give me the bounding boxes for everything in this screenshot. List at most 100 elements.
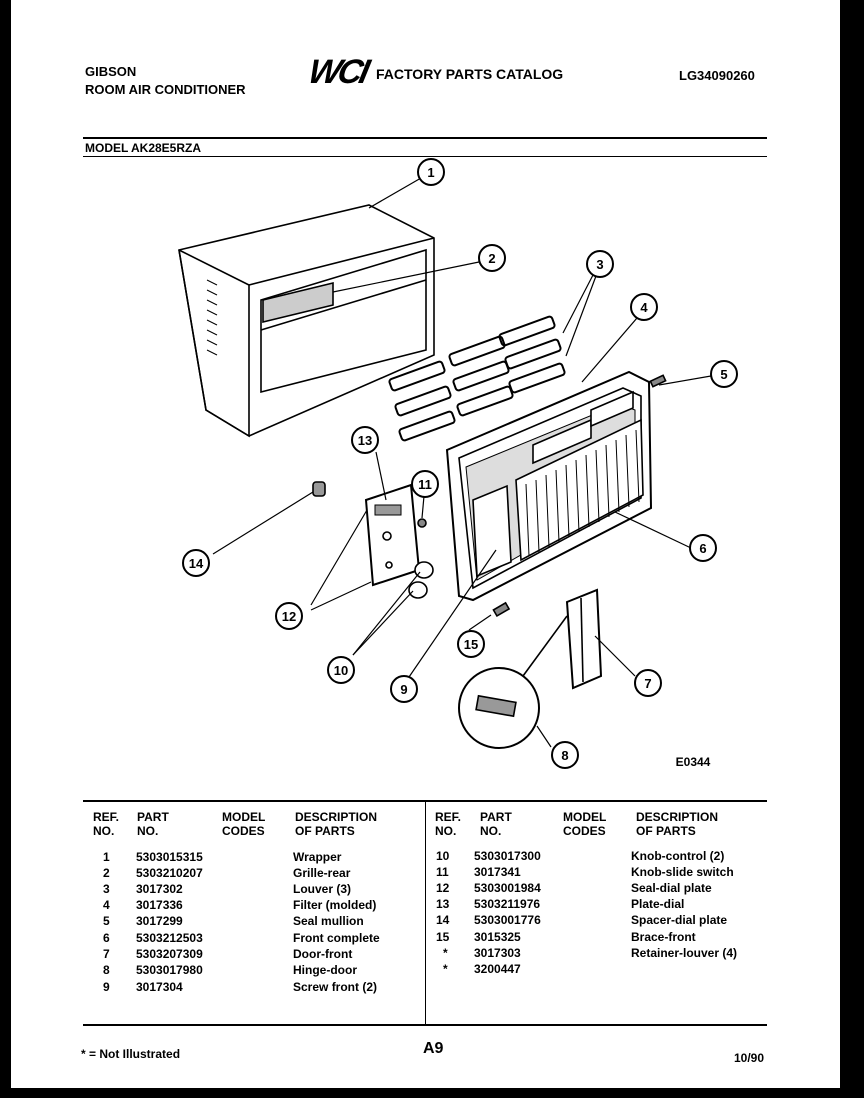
model-label: MODEL AK28E5RZA	[85, 141, 202, 155]
table-cell: *	[443, 946, 448, 960]
table-cell: 3	[103, 882, 110, 896]
callout-markers	[182, 158, 738, 769]
callout-10: 10	[334, 663, 348, 678]
brand-name: GIBSON	[85, 64, 137, 79]
table-cell: Spacer-dial plate	[631, 913, 728, 927]
table-cell: Knob-slide switch	[631, 865, 734, 879]
table-cell: 2	[103, 866, 110, 880]
dial-plate-part	[364, 483, 421, 587]
table-cell: NO.	[137, 824, 159, 838]
callout-15: 15	[464, 637, 478, 652]
callout-7: 7	[644, 676, 651, 691]
catalog-number: LG34090260	[679, 68, 755, 83]
table-cell: Knob-control (2)	[631, 849, 725, 863]
table-cell: 14	[436, 913, 450, 927]
table-cell: OF PARTS	[295, 824, 355, 838]
callout-3: 3	[596, 257, 603, 272]
table-cell: Screw front (2)	[293, 980, 378, 994]
callout-4: 4	[640, 300, 648, 315]
brace-part	[492, 601, 511, 618]
table-cell: DESCRIPTION	[295, 810, 378, 824]
callout-11: 11	[418, 477, 432, 492]
table-cell: MODEL	[222, 810, 266, 824]
header-rule	[83, 137, 767, 139]
table-cell: Front complete	[293, 931, 380, 945]
table-cell: 11	[436, 865, 449, 879]
table-cell: 5303210207	[136, 866, 203, 880]
catalog-page: GIBSON ROOM AIR CONDITIONER WCI FACTORY …	[11, 0, 840, 1088]
table-cell: 5303017980	[136, 963, 203, 977]
table-cell: 8	[103, 963, 110, 977]
table-cell: *	[443, 962, 448, 976]
footnote: * = Not Illustrated	[81, 1047, 181, 1061]
table-cell: Grille-rear	[293, 866, 351, 880]
table-cell: 5303001776	[474, 913, 541, 927]
wrapper-part	[178, 204, 435, 438]
table-cell: Louver (3)	[293, 882, 352, 896]
diagram-code: E0344	[676, 755, 711, 769]
table-cell: 6	[103, 931, 110, 945]
table-cell: DESCRIPTION	[636, 810, 719, 824]
table-cell: 3017299	[136, 914, 183, 928]
table-cell: REF.	[435, 810, 462, 824]
table-cell: Hinge-door	[293, 963, 357, 977]
model-rule	[83, 156, 767, 157]
table-cell: 7	[103, 947, 110, 961]
seal-mullion-part	[649, 374, 667, 388]
table-cell: Door-front	[293, 947, 353, 961]
table-cell: PART	[137, 810, 169, 824]
callout-1: 1	[427, 165, 434, 180]
front-panel-part	[445, 370, 653, 602]
table-cell: PART	[480, 810, 512, 824]
table-cell: 3015325	[474, 930, 521, 944]
table-cell: 3017302	[136, 882, 183, 896]
slide-knob-part	[417, 518, 427, 528]
spacer-part	[312, 481, 326, 497]
table-cell: Seal-dial plate	[631, 881, 712, 895]
table-cell: 10	[436, 849, 450, 863]
table-divider	[425, 800, 426, 1024]
table-cell: Seal mullion	[293, 914, 364, 928]
door-front-part	[565, 588, 603, 690]
table-cell: 3017341	[474, 865, 521, 879]
control-knobs-part	[408, 561, 434, 599]
table-cell: 5303017300	[474, 849, 541, 863]
table-cell: 3200447	[474, 962, 521, 976]
table-cell: 15	[436, 930, 450, 944]
table-cell: NO.	[480, 824, 502, 838]
table-cell: Plate-dial	[631, 897, 685, 911]
table-cell: CODES	[563, 824, 606, 838]
callout-8: 8	[561, 748, 568, 763]
table-cell: CODES	[222, 824, 265, 838]
page-number: A9	[423, 1040, 444, 1057]
callout-12: 12	[282, 609, 296, 624]
table-cell: 13	[436, 897, 450, 911]
callout-9: 9	[400, 682, 407, 697]
table-cell: 12	[436, 881, 450, 895]
table-cell: Wrapper	[293, 850, 342, 864]
table-cell: 3017304	[136, 980, 183, 994]
table-cell: 5303212503	[136, 931, 203, 945]
table-cell: 3017336	[136, 898, 183, 912]
callout-2: 2	[488, 251, 495, 266]
table-cell: 5303211976	[474, 897, 541, 911]
hinge-detail-part	[458, 615, 568, 749]
table-cell: 4	[103, 898, 110, 912]
callout-6: 6	[699, 541, 706, 556]
callout-14: 14	[189, 556, 204, 571]
exploded-parts-diagram: 1 2 3 4 5 6 7 8 9 10 11 12 13 14 15 E034…	[178, 158, 738, 769]
table-cell: 5	[103, 914, 110, 928]
callout-13: 13	[358, 433, 372, 448]
table-cell: MODEL	[563, 810, 607, 824]
catalog-date: 10/90	[734, 1051, 765, 1065]
table-cell: Brace-front	[631, 930, 696, 944]
table-cell: 5303001984	[474, 881, 541, 895]
table-cell: REF.	[93, 810, 120, 824]
catalog-title: FACTORY PARTS CATALOG	[376, 66, 564, 82]
table-bottom-rule	[83, 1024, 767, 1026]
table-cell: NO.	[435, 824, 457, 838]
louver-parts	[388, 315, 566, 442]
table-cell: Filter (molded)	[293, 898, 377, 912]
table-cell: 3017303	[474, 946, 521, 960]
product-name: ROOM AIR CONDITIONER	[85, 82, 246, 97]
